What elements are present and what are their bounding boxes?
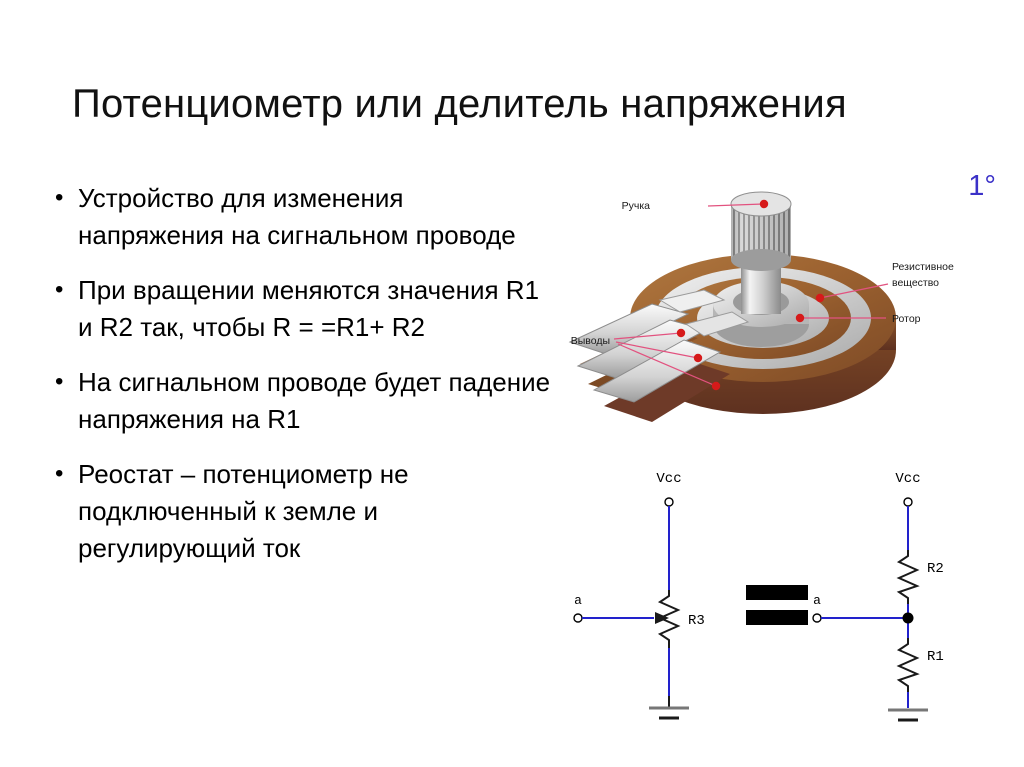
resistor-label-r2: R2 bbox=[927, 561, 944, 577]
callout-dot-terminal bbox=[693, 353, 703, 363]
resistor-label-r1: R1 bbox=[927, 649, 944, 665]
voltage-divider-circuit: Vcc R2 a R1 bbox=[812, 471, 944, 722]
callout-dots bbox=[676, 199, 825, 391]
wiper-arrow bbox=[655, 612, 669, 624]
bullet-text: Реостат – потенциометр не подключенный к… bbox=[78, 459, 409, 563]
degree-badge: 1° bbox=[968, 170, 996, 202]
bullet-list: Устройство для изменения напряжения на с… bbox=[46, 179, 556, 585]
callout-dot-rotor bbox=[795, 313, 805, 323]
callout-label-resistive-1: Резистивное bbox=[892, 261, 954, 273]
potentiometer-circuit: Vcc a R3 bbox=[573, 471, 705, 720]
vcc-label-left: Vcc bbox=[656, 471, 681, 487]
node-label-a-left: a bbox=[574, 593, 582, 608]
terminal-lead bbox=[568, 303, 690, 355]
resistor-r2 bbox=[896, 550, 920, 604]
node-terminal-a-right bbox=[812, 613, 822, 623]
page-title: Потенциометр или делитель напряжения bbox=[72, 82, 847, 126]
vcc-label-right: Vcc bbox=[895, 471, 920, 487]
potentiometer-illustration: Ручка Резистивное вещество Ротор Выводы bbox=[548, 178, 1018, 458]
equals-sign bbox=[746, 585, 808, 625]
callout-dot-resistive bbox=[815, 293, 825, 303]
resistor-r1 bbox=[896, 638, 920, 692]
resistor-label-r3: R3 bbox=[688, 613, 705, 629]
node-terminal-a-left bbox=[573, 613, 583, 623]
callout-dot-knob bbox=[759, 199, 769, 209]
bullet-text: Устройство для изменения напряжения на с… bbox=[78, 183, 516, 250]
callout-label-knob: Ручка bbox=[622, 200, 651, 212]
callout-label-terminals: Выводы bbox=[571, 335, 610, 347]
callout-dot-terminal bbox=[711, 381, 721, 391]
bullet-text: При вращении меняются значения R1 и R2 т… bbox=[78, 275, 540, 342]
list-item: Реостат – потенциометр не подключенный к… bbox=[46, 455, 556, 567]
terminal-leads bbox=[568, 289, 750, 422]
vcc-terminal-left bbox=[664, 497, 674, 507]
callout-label-rotor: Ротор bbox=[892, 313, 921, 325]
circuit-diagrams: Vcc a R3 bbox=[556, 452, 1024, 742]
callouts bbox=[613, 203, 889, 387]
vcc-terminal-right bbox=[903, 497, 913, 507]
callout-label-resistive-2: вещество bbox=[892, 277, 939, 289]
callout-dot-terminal bbox=[676, 328, 686, 338]
list-item: На сигнальном проводе будет падение напр… bbox=[46, 363, 556, 438]
node-label-a-right: a bbox=[813, 593, 821, 608]
bullet-text: На сигнальном проводе будет падение напр… bbox=[78, 367, 551, 434]
list-item: Устройство для изменения напряжения на с… bbox=[46, 179, 556, 254]
terminal-lead bbox=[592, 339, 722, 403]
list-item: При вращении меняются значения R1 и R2 т… bbox=[46, 271, 556, 346]
junction-dot bbox=[902, 612, 914, 624]
